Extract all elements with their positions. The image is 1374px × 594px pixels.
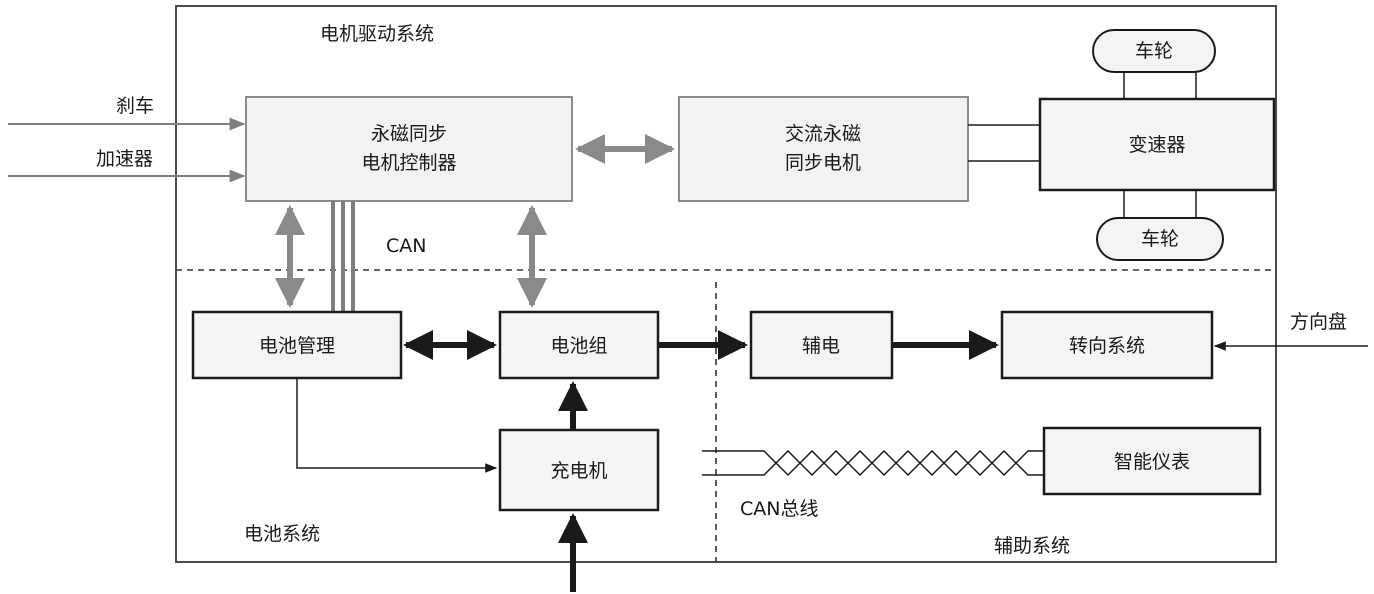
- ac-motor-label-line2: 同步电机: [785, 152, 861, 174]
- battery-pack-label: 电池组: [550, 335, 607, 357]
- charger-label: 充电机: [550, 460, 607, 482]
- gearbox-label: 变速器: [1128, 134, 1185, 156]
- ac-motor-label-line1: 交流永磁: [785, 123, 861, 145]
- steering-wheel-label: 方向盘: [1290, 311, 1347, 333]
- battery-management-block: [191, 310, 403, 380]
- brake-label: 刹车: [116, 95, 154, 117]
- aux-power-label: 辅电: [802, 335, 840, 357]
- can-bus-twisted-pair-b: [702, 449, 1044, 477]
- motor-controller-label-line1: 永磁同步: [371, 123, 447, 145]
- steering-system-label: 转向系统: [1069, 335, 1145, 357]
- can-label: CAN: [386, 235, 426, 257]
- motor-controller-block: [245, 96, 573, 202]
- section-label-battery: 电池系统: [244, 523, 320, 545]
- wheel-top: [1092, 29, 1216, 73]
- bms-charger-line: [296, 378, 498, 473]
- motor-controller-label-line2: 电机控制器: [361, 152, 456, 174]
- battery-pack-block: [498, 310, 660, 380]
- wheel-top-label: 车轮: [1135, 40, 1173, 62]
- wheel-bottom-label: 车轮: [1141, 228, 1179, 250]
- charger-block: [498, 428, 660, 512]
- section-label-auxiliary: 辅助系统: [994, 535, 1070, 557]
- steering-system-block: [1000, 310, 1214, 380]
- smart-meter-block: [1042, 426, 1262, 496]
- accelerator-label: 加速器: [96, 148, 153, 170]
- section-label-motor-drive: 电机驱动系统: [320, 23, 434, 45]
- gearbox-block: [1038, 97, 1276, 192]
- ac-motor-block: [678, 96, 969, 202]
- battery-management-label: 电池管理: [259, 335, 335, 357]
- can-bus-label: CAN总线: [740, 498, 818, 520]
- smart-meter-label: 智能仪表: [1114, 451, 1190, 473]
- outer-frame: [175, 5, 1277, 563]
- wheel-bottom: [1096, 217, 1224, 261]
- aux-power-block: [749, 310, 894, 380]
